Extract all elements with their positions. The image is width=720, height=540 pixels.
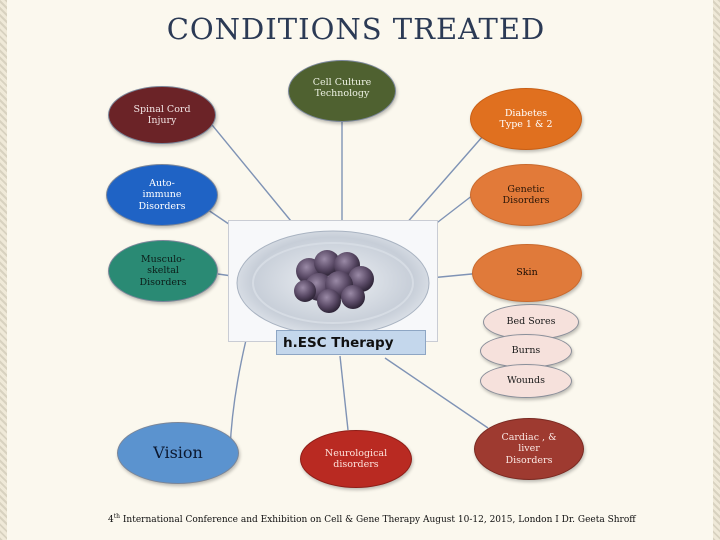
node-wounds: Wounds [480,364,572,398]
node-label: Genetic Disorders [502,183,550,206]
node-vision: Vision [117,422,239,484]
node-cell-culture-technology: Cell Culture Technology [288,60,396,122]
node-label: Diabetes Type 1 & 2 [499,107,553,130]
left-border-decoration [0,0,7,540]
embryo-cell-cluster-image [229,221,437,341]
node-label: Auto- immune Disorders [138,177,186,212]
node-label: Cardiac , & liver Disorders [501,431,557,466]
right-border-decoration [713,0,720,540]
node-cardiac-liver-disorders: Cardiac , & liver Disorders [474,418,584,480]
hub-image-frame [228,220,438,342]
node-label: Burns [511,345,541,357]
node-neurological-disorders: Neurological disorders [300,430,412,488]
node-diabetes: Diabetes Type 1 & 2 [470,88,582,150]
node-label: Neurological disorders [324,447,388,470]
node-label: Vision [153,443,203,463]
node-label: Bed Sores [506,316,556,328]
node-spinal-cord-injury: Spinal Cord Injury [108,86,216,144]
node-skin: Skin [472,244,582,302]
node-burns: Burns [480,334,572,368]
footer-ordinal-suffix: th [113,513,121,520]
slide-title: CONDITIONS TREATED [166,12,546,46]
hub-label: h.ESC Therapy [276,330,426,355]
node-label: Cell Culture Technology [312,77,372,100]
node-genetic-disorders: Genetic Disorders [470,164,582,226]
footer-ordinal: 4 [108,515,114,525]
footer-citation: 4th International Conference and Exhibit… [108,513,708,525]
node-autoimmune-disorders: Auto- immune Disorders [106,164,218,226]
node-label: Wounds [506,375,546,387]
node-label: Skin [516,267,538,279]
node-label: Musculo- skeltal Disorders [139,253,187,288]
node-label: Spinal Cord Injury [133,103,191,126]
node-musculoskeletal-disorders: Musculo- skeltal Disorders [108,240,218,302]
footer-text: International Conference and Exhibition … [120,515,636,525]
